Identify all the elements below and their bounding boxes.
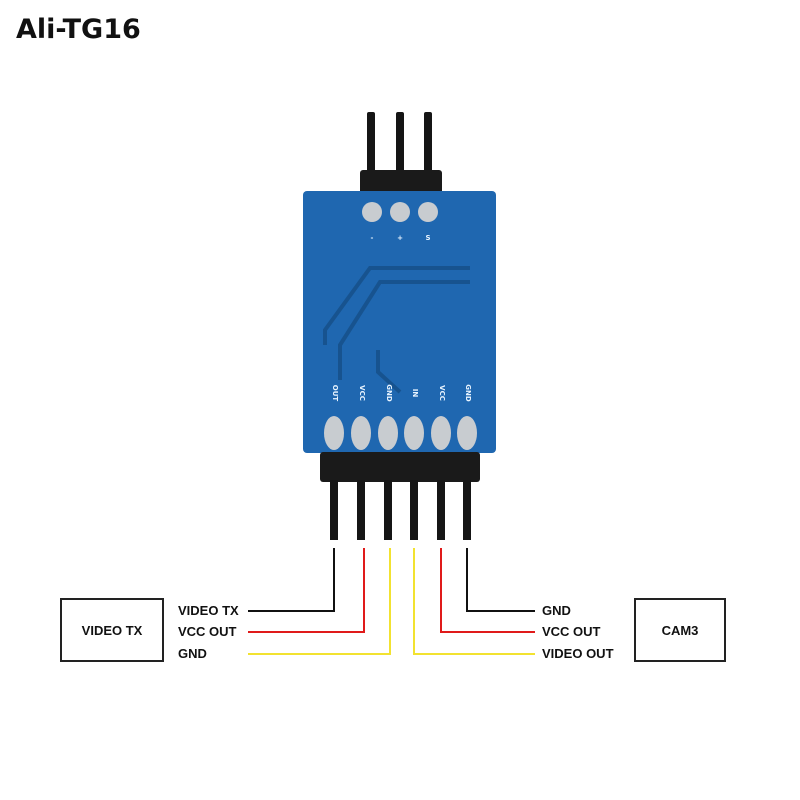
- video-tx-box: VIDEO TX: [60, 598, 164, 662]
- bottom-pin: [437, 480, 445, 540]
- bottom-solder-pad: [351, 416, 371, 450]
- bottom-pin-label: GND: [464, 384, 472, 402]
- top-header: [360, 112, 442, 194]
- top-pin-label: -: [371, 234, 374, 242]
- top-solder-pad: [362, 202, 382, 222]
- top-pin-label: S: [425, 234, 430, 242]
- bottom-header-housing: [320, 452, 480, 482]
- top-solder-pad: [390, 202, 410, 222]
- wire-vcc-out-left: [248, 548, 365, 633]
- bottom-pin: [410, 480, 418, 540]
- wire-label-vcc-out-left: VCC OUT: [178, 624, 237, 639]
- top-header-housing: [360, 170, 442, 194]
- brand-title: Ali-TG16: [16, 14, 141, 45]
- bottom-pin-label: OUT: [331, 385, 339, 402]
- top-solder-pad: [418, 202, 438, 222]
- top-pin: [396, 112, 404, 177]
- bottom-pin: [330, 480, 338, 540]
- bottom-solder-pad: [457, 416, 477, 450]
- left-wires: [248, 548, 391, 655]
- bottom-pin: [357, 480, 365, 540]
- bottom-pin-label: VCC: [438, 385, 446, 401]
- top-pin-label: +: [397, 234, 403, 242]
- cam3-box: CAM3: [634, 598, 726, 662]
- bottom-pin: [384, 480, 392, 540]
- wire-vcc-out-right: [440, 548, 535, 633]
- pcb-board: - + S OUT VCC GND IN VCC GND: [303, 191, 496, 453]
- pcb-body: [303, 191, 496, 453]
- bottom-pin-label: VCC: [358, 385, 366, 401]
- cam3-box-label: CAM3: [661, 622, 699, 638]
- wire-label-gnd-right: GND: [542, 603, 571, 618]
- pcb-trace: [376, 350, 402, 394]
- right-wires: [413, 548, 535, 655]
- video-tx-box-label: VIDEO TX: [81, 622, 143, 638]
- wire-label-gnd-left: GND: [178, 646, 207, 661]
- wire-label-vcc-out-right: VCC OUT: [542, 624, 601, 639]
- bottom-solder-pad: [378, 416, 398, 450]
- wire-video-out: [413, 548, 535, 655]
- wire-video-tx: [248, 548, 335, 612]
- pcb-trace: [323, 266, 470, 345]
- bottom-header: [320, 452, 480, 540]
- top-pin: [367, 112, 375, 177]
- bottom-solder-pad: [431, 416, 451, 450]
- top-pin: [424, 112, 432, 177]
- wire-label-video-tx: VIDEO TX: [178, 603, 239, 618]
- bottom-pin: [463, 480, 471, 540]
- wire-gnd-right: [466, 548, 535, 612]
- wire-label-video-out: VIDEO OUT: [542, 646, 614, 661]
- bottom-solder-pad: [324, 416, 344, 450]
- bottom-pin-label: IN: [411, 389, 419, 398]
- bottom-pin-label: GND: [385, 384, 393, 402]
- wire-gnd-left: [248, 548, 391, 655]
- bottom-solder-pad: [404, 416, 424, 450]
- pcb-trace: [338, 280, 470, 380]
